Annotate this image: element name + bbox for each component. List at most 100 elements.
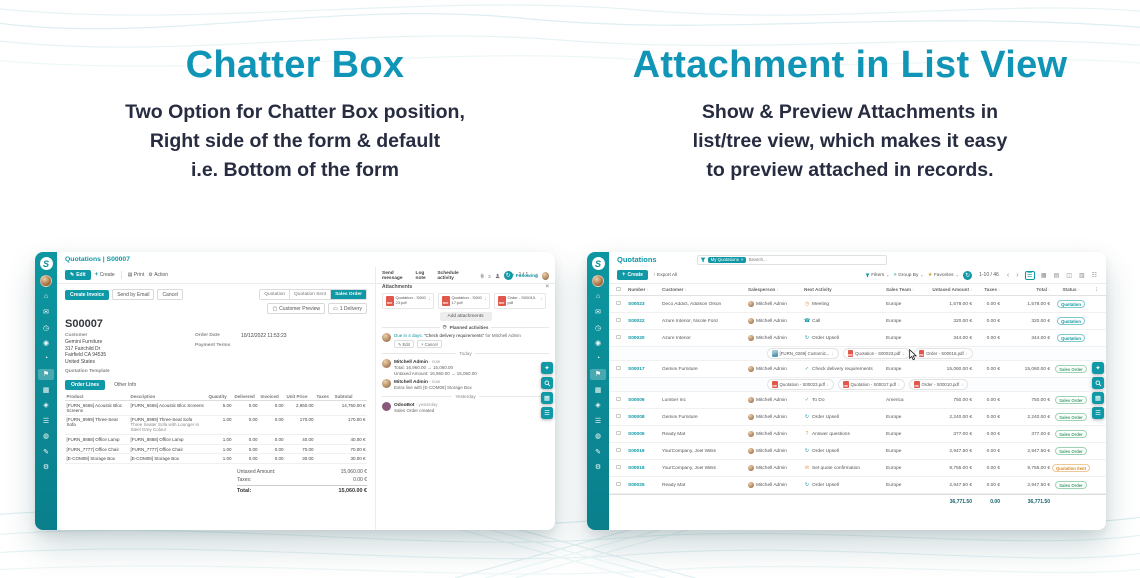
close-icon[interactable]: × — [545, 284, 549, 290]
column-header[interactable]: Invoiced — [259, 392, 285, 401]
column-header[interactable]: Number↕ — [628, 287, 649, 292]
quotation-number-link[interactable]: S00020 — [628, 335, 645, 341]
quotation-number-link[interactable]: S00006 — [628, 397, 645, 403]
table-row[interactable]: S00019 YourCompany, Joel Willis Mitchell… — [609, 443, 1106, 460]
discuss-icon[interactable]: ✉ — [595, 309, 601, 316]
follower-icon[interactable] — [495, 273, 500, 279]
quotation-number-link[interactable]: S00019 — [628, 448, 645, 454]
column-header[interactable]: Delivered — [233, 392, 259, 401]
dashboard-icon[interactable]: ▦ — [594, 386, 602, 394]
create-button[interactable]: +Create — [94, 272, 115, 278]
follower-count[interactable]: 1 — [503, 273, 507, 279]
activity-view-icon[interactable]: ☷ — [1091, 272, 1097, 279]
column-header[interactable]: Subtotal — [333, 392, 367, 401]
crm-icon[interactable]: ◔ — [43, 355, 49, 362]
quotation-number-link[interactable]: S00023 — [628, 301, 645, 307]
customer-link[interactable]: Gemini Furniture — [65, 339, 103, 345]
activity-edit-button[interactable]: ✎Edit — [394, 340, 414, 349]
magic-wand-button[interactable]: ✦ — [541, 362, 553, 374]
inventory-icon[interactable]: ◈ — [595, 402, 601, 409]
create-button[interactable]: +Create — [617, 270, 649, 280]
prev-record-button[interactable]: ‹ — [535, 271, 538, 279]
row-checkbox[interactable] — [616, 334, 621, 340]
calendar-icon[interactable]: ◷ — [42, 324, 50, 332]
pivot-view-icon[interactable]: ◫ — [1066, 272, 1072, 279]
apps-grid-button[interactable]: ▦ — [541, 392, 553, 404]
column-header[interactable]: Salesperson↕ — [748, 287, 779, 292]
search-input[interactable] — [748, 257, 884, 262]
column-header[interactable]: Total↕ — [1036, 287, 1050, 292]
next-page-button[interactable]: › — [1016, 271, 1019, 279]
purchase-icon[interactable]: ☰ — [42, 417, 50, 425]
status-sales-order[interactable]: Sales Order — [330, 290, 366, 299]
refresh-button[interactable]: ↻ — [963, 270, 973, 280]
quotation-number-link[interactable]: S00008 — [628, 414, 645, 420]
home-icon[interactable]: ⌂ — [595, 293, 601, 300]
group-by-button[interactable]: ≡Group By▾ — [893, 272, 923, 278]
chatter-message[interactable]: OdooBot - yesterday Sales Order created — [382, 401, 549, 414]
sales-icon[interactable]: ⚑ — [590, 368, 606, 380]
sales-icon[interactable]: ⚑ — [38, 368, 54, 380]
row-checkbox[interactable] — [616, 396, 621, 402]
calendar-icon[interactable]: ◷ — [594, 324, 602, 332]
discuss-icon[interactable]: ✉ — [43, 309, 49, 316]
notes-icon[interactable]: ✎ — [595, 448, 601, 456]
list-view-icon[interactable]: ☰ — [1024, 270, 1035, 280]
user-avatar[interactable] — [40, 274, 52, 287]
download-icon[interactable]: ↓ — [965, 351, 968, 356]
add-attachments-button[interactable]: Add attachments — [439, 312, 492, 321]
column-header[interactable]: Taxes↕ — [984, 287, 1000, 292]
download-icon[interactable]: ↓ — [826, 382, 829, 387]
download-icon[interactable]: ↓ — [961, 382, 964, 387]
column-header[interactable]: Next Activity — [804, 287, 832, 292]
column-header[interactable]: Quantity — [207, 392, 233, 401]
edit-button[interactable]: ✎Edit — [65, 270, 91, 280]
column-header[interactable]: Taxes — [315, 392, 333, 401]
follower-avatar[interactable] — [541, 272, 549, 280]
favorites-button[interactable]: ★Favorites▾ — [927, 272, 959, 278]
apps-grid-button[interactable]: ▦ — [1092, 392, 1104, 404]
quotation-number-link[interactable]: S00025 — [628, 482, 645, 488]
app-logo[interactable]: S — [39, 257, 53, 270]
download-icon[interactable]: ↓ — [902, 351, 905, 356]
table-row[interactable]: S00025 Ready Mat Mitchell Admin ↻Order U… — [609, 477, 1106, 494]
table-row[interactable]: S00006 Lumber Inc Mitchell Admin ✓To Do … — [609, 392, 1106, 409]
download-icon[interactable]: ↓ — [540, 296, 543, 301]
user-avatar[interactable] — [592, 274, 604, 287]
menu-button[interactable]: ☰ — [541, 407, 553, 419]
chatter-message[interactable]: Mitchell Admin - now Total: 16,960.00 → … — [382, 359, 549, 376]
row-checkbox[interactable] — [616, 300, 621, 306]
schedule-activity-button[interactable]: Schedule activity — [437, 271, 459, 281]
attachment-card[interactable]: PDF Quotation - S00017.pdf ↓ — [438, 293, 490, 309]
search-button[interactable] — [1092, 377, 1104, 389]
attachment-count[interactable]: 3 — [488, 273, 491, 279]
settings-icon[interactable]: ⚙ — [42, 464, 50, 471]
table-row[interactable]: S00023 Deco Addict, Addison Olson Mitche… — [609, 296, 1106, 313]
download-icon[interactable]: ↓ — [428, 296, 431, 301]
table-row[interactable]: S00020 Azure Interior Mitchell Admin ↻Or… — [609, 330, 1106, 347]
export-all-button[interactable]: ↑Export All — [653, 272, 678, 278]
table-row[interactable]: S00018 YourCompany, Joel Willis Mitchell… — [609, 460, 1106, 477]
home-icon[interactable]: ⌂ — [43, 293, 49, 300]
table-row[interactable]: S00022 Azure Interior, Nicole Ford Mitch… — [609, 313, 1106, 330]
refresh-button[interactable]: ↻ — [503, 270, 513, 280]
magic-wand-button[interactable]: ✦ — [1092, 362, 1104, 374]
column-header[interactable]: Sales Team↕ — [886, 287, 914, 292]
column-header[interactable]: Customer↕ — [662, 287, 687, 292]
print-button[interactable]: ▤Print — [127, 272, 145, 278]
graph-view-icon[interactable]: ▥ — [1078, 272, 1085, 279]
prev-page-button[interactable]: ‹ — [1006, 271, 1010, 279]
row-checkbox[interactable] — [616, 464, 621, 470]
send-message-button[interactable]: Send message — [382, 271, 403, 281]
app-logo[interactable]: S — [591, 257, 605, 270]
download-icon[interactable]: ↓ — [484, 296, 487, 301]
select-all-checkbox[interactable] — [616, 286, 621, 292]
search-bar[interactable]: My Quotations× — [696, 254, 887, 265]
search-button[interactable] — [541, 377, 553, 389]
quotation-number-link[interactable]: S00005 — [628, 431, 645, 437]
download-icon[interactable]: ↓ — [831, 351, 834, 356]
contacts-icon[interactable]: ◉ — [42, 340, 50, 347]
